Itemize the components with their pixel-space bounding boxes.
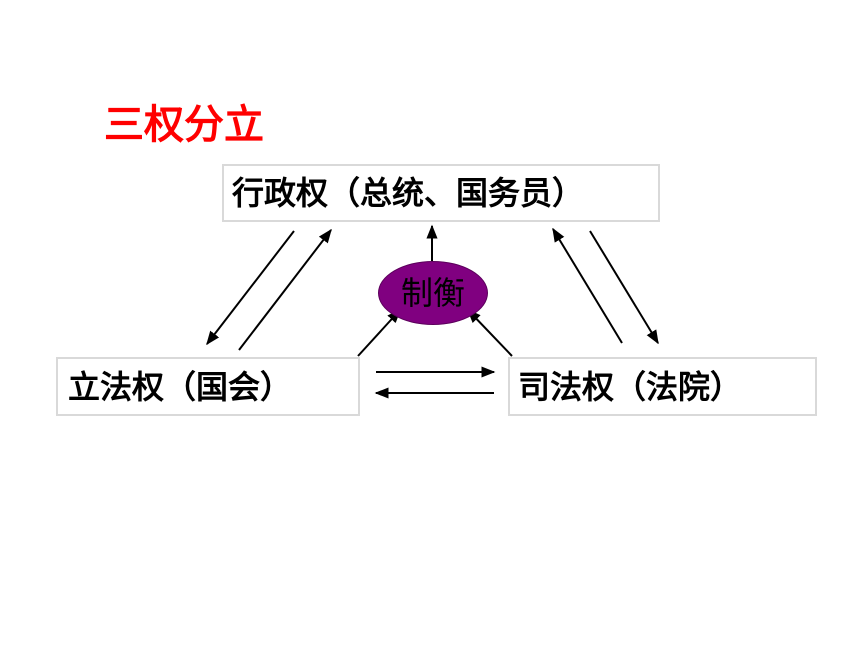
legislative-power-label: 立法权（国会） [68,367,293,406]
arrow-legislative-to-exec [238,228,332,351]
arrow-judicial-to-balance [467,308,513,357]
legislative-power-box: 立法权（国会） [56,357,360,416]
arrow-exec-to-judicial [589,230,659,345]
slide-title: 三权分立 [104,102,264,148]
arrow-legislative-to-balance [357,308,401,357]
executive-power-label: 行政权（总统、国务员） [232,174,585,212]
judicial-power-box: 司法权（法院） [508,357,817,416]
checks-and-balances-node: 制衡 [378,261,488,325]
executive-power-box: 行政权（总统、国务员） [222,164,660,222]
arrow-exec-to-legislative [206,230,295,346]
judicial-power-label: 司法权（法院） [518,367,743,406]
arrow-judicial-to-exec [552,227,623,344]
checks-and-balances-label: 制衡 [400,274,465,312]
